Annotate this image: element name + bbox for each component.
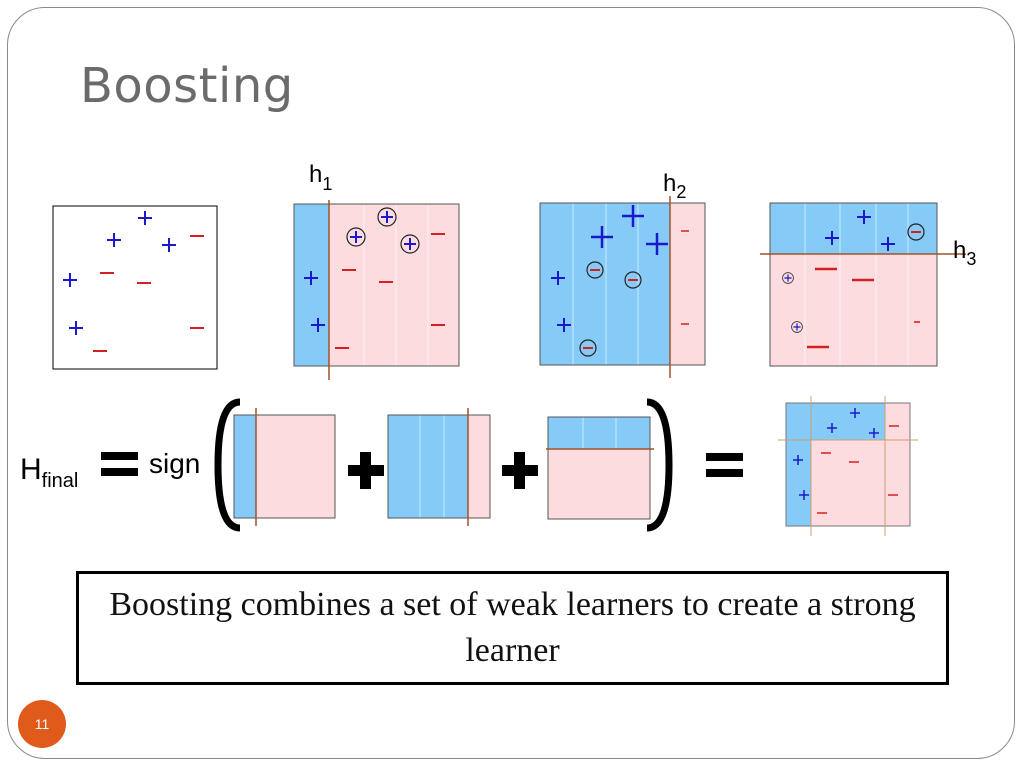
label-h-final: Hfinal bbox=[20, 453, 78, 492]
equals-sign-icon bbox=[101, 452, 138, 476]
label-h1: h1 bbox=[309, 161, 332, 194]
right-parenthesis-icon bbox=[646, 398, 673, 532]
weighted-h1-panel bbox=[233, 408, 336, 526]
plus-sign-icon bbox=[348, 452, 384, 489]
plus-sign-icon bbox=[502, 452, 538, 489]
label-h3: h3 bbox=[953, 237, 976, 269]
final-classifier-panel bbox=[778, 396, 918, 536]
weak-learner-h1-panel bbox=[293, 200, 460, 380]
training-data-panel bbox=[52, 205, 218, 370]
label-sign: sign bbox=[149, 448, 200, 479]
label-h2: h2 bbox=[663, 170, 686, 202]
caption-text: Boosting combines a set of weak learners… bbox=[109, 586, 916, 669]
page-number-badge: 11 bbox=[18, 700, 66, 748]
weak-learner-h3-panel bbox=[760, 202, 966, 367]
left-parenthesis-icon bbox=[214, 398, 241, 532]
equals-sign-icon bbox=[706, 453, 743, 477]
caption-box: Boosting combines a set of weak learners… bbox=[76, 571, 949, 685]
slide-title: Boosting bbox=[80, 58, 294, 114]
weighted-h2-panel bbox=[387, 408, 491, 526]
weighted-h3-panel bbox=[546, 416, 654, 520]
boosting-diagram: h1 h2 h3 Hfinal sign bbox=[20, 161, 976, 536]
weak-learner-h2-panel bbox=[539, 196, 706, 378]
